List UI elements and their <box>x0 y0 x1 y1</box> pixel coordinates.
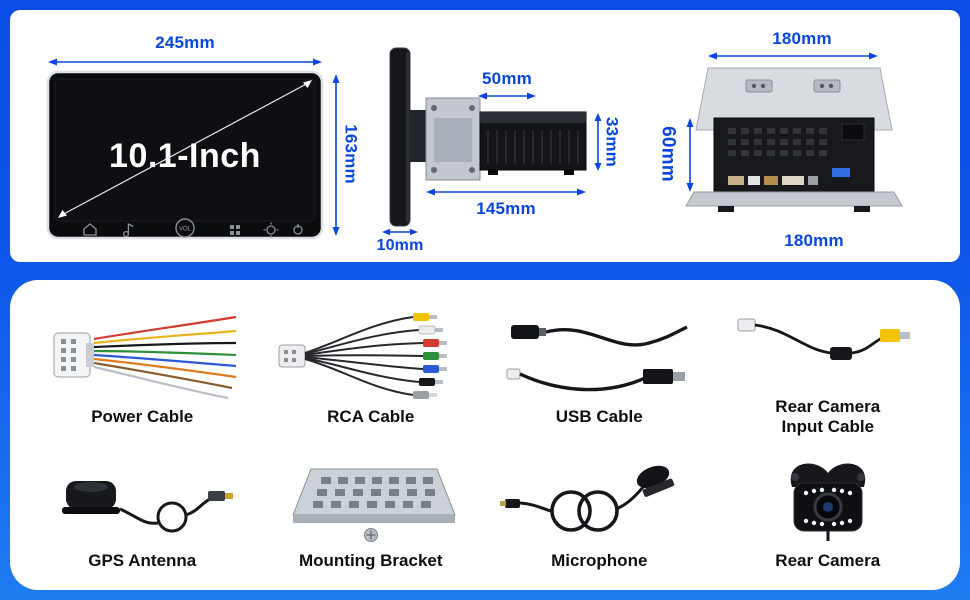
accessory-label: Mounting Bracket <box>298 550 443 570</box>
rear-height-dimension: 60mm <box>657 126 679 182</box>
usb-cable-image <box>499 305 699 405</box>
mounting-bracket-image <box>271 449 471 549</box>
connector-cutout <box>841 123 865 141</box>
front-width-arrow <box>48 58 322 66</box>
rear-camera-image <box>728 449 928 549</box>
accessory-label: Power Cable <box>91 406 194 426</box>
music-icon <box>122 222 134 238</box>
side-thickness-dimension: 10mm <box>376 237 424 254</box>
diagonal-measure-line <box>58 80 312 218</box>
rear-top-width-arrow <box>708 52 878 60</box>
accessory-label: RCA Cable <box>327 406 415 426</box>
accessory-label: USB Cable <box>555 406 643 426</box>
home-icon <box>83 223 97 236</box>
power-icon <box>293 224 303 235</box>
accessory-item: Rear Camera Input Cable <box>714 290 943 442</box>
side-view-drawing <box>382 47 602 236</box>
screen-size-label: 10.1-Inch <box>109 137 261 175</box>
rear-view: 180mm 60mm 180mm <box>642 18 948 258</box>
accessory-label: GPS Antenna <box>88 550 197 570</box>
settings-icon <box>263 222 279 238</box>
side-view: 50mm 33mm 145mm 10mm <box>366 18 662 258</box>
monitor-rear <box>685 67 903 212</box>
monitor-front: VOL <box>46 70 324 240</box>
label-sticker <box>832 168 850 177</box>
front-height-arrow <box>332 74 340 236</box>
accessory-item: Mounting Bracket <box>257 444 486 576</box>
accessory-label: Rear Camera <box>775 550 881 570</box>
side-body-height-arrow <box>594 113 602 171</box>
side-thickness-arrow <box>382 228 418 236</box>
front-height-dimension: 163mm <box>341 124 361 184</box>
rear-height-arrow <box>686 118 694 192</box>
accessory-item: USB Cable <box>485 290 714 442</box>
rear-bottom-width-dimension: 180mm <box>784 231 844 250</box>
monitor-side <box>389 47 587 227</box>
gps-antenna-image <box>42 449 242 549</box>
accessory-item: Rear Camera <box>714 444 943 576</box>
accessory-item: GPS Antenna <box>28 444 257 576</box>
microphone-image <box>499 449 699 549</box>
handle-slots <box>745 79 841 93</box>
rca-cable-image <box>271 305 471 405</box>
power-cable-image <box>42 305 242 405</box>
accessory-item: Power Cable <box>28 290 257 442</box>
side-body-height-dimension: 33mm <box>602 117 622 167</box>
front-width-dimension: 245mm <box>155 33 215 52</box>
accessories-grid: Power Cable <box>10 280 960 590</box>
front-view: VOL 245mm 10.1-Inch 163mm <box>34 18 364 258</box>
side-depth-arrow <box>426 188 586 196</box>
apps-icon <box>230 225 240 235</box>
rear-view-drawing <box>685 52 903 212</box>
accessory-label: Rear Camera Input Cable <box>775 396 881 437</box>
side-mount-width-dimension: 50mm <box>482 69 532 88</box>
accessories-panel: Power Cable <box>10 280 960 590</box>
rear-camera-input-cable-image <box>728 295 928 395</box>
accessory-label: Microphone <box>551 550 648 570</box>
volume-knob <box>175 218 195 238</box>
dimensions-panel: VOL 245mm 10.1-Inch 163mm <box>10 10 960 262</box>
side-depth-dimension: 145mm <box>476 199 536 218</box>
front-view-drawing: VOL <box>46 58 340 240</box>
accessory-item: Microphone <box>485 444 714 576</box>
volume-knob-label: VOL <box>179 227 192 233</box>
rear-connectors <box>728 176 818 185</box>
vent-holes <box>728 128 827 156</box>
accessory-item: RCA Cable <box>257 290 486 442</box>
side-mount-width-arrow <box>478 92 536 100</box>
rear-top-width-dimension: 180mm <box>772 29 832 48</box>
